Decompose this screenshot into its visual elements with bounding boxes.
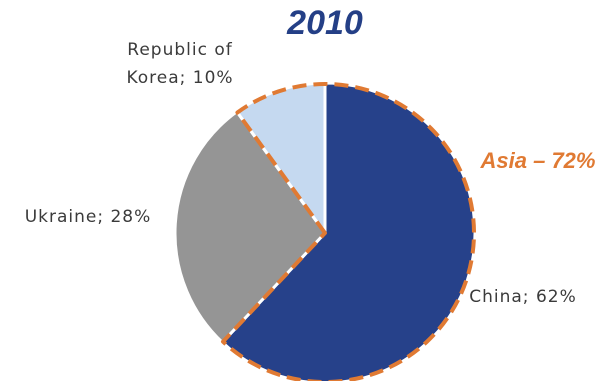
- slice-label-ukraine: Ukraine; 28%: [25, 207, 152, 227]
- pie-slices: [173, 81, 477, 381]
- asia-group-outline: [221, 82, 476, 381]
- asia-group-label: Asia – 72%: [480, 148, 596, 173]
- slice-label-china: China; 62%: [469, 287, 576, 307]
- chart-title: 2010: [286, 4, 363, 42]
- pie-slice-ukraine: [173, 110, 327, 344]
- asia-dashed-outline: [221, 82, 476, 381]
